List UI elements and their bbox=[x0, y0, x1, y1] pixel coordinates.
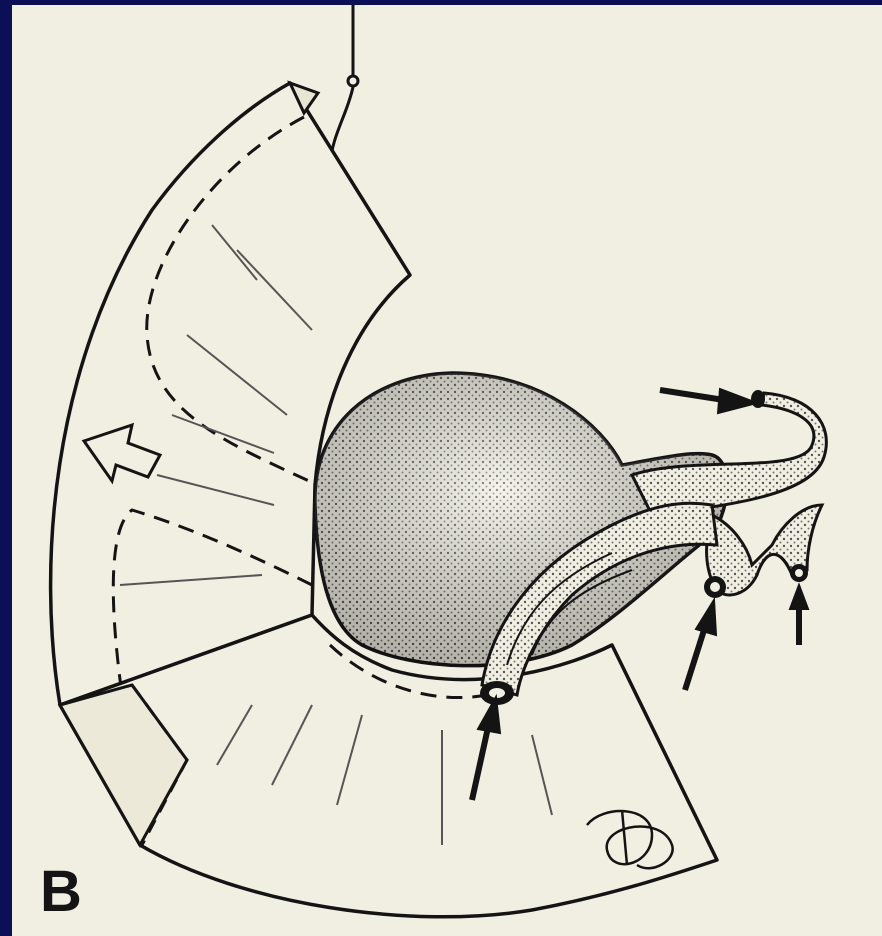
upper-right-vessel bbox=[632, 393, 826, 515]
surgical-illustration bbox=[12, 5, 882, 936]
illustration-panel: B bbox=[12, 5, 882, 936]
panel-label: B bbox=[40, 863, 82, 921]
